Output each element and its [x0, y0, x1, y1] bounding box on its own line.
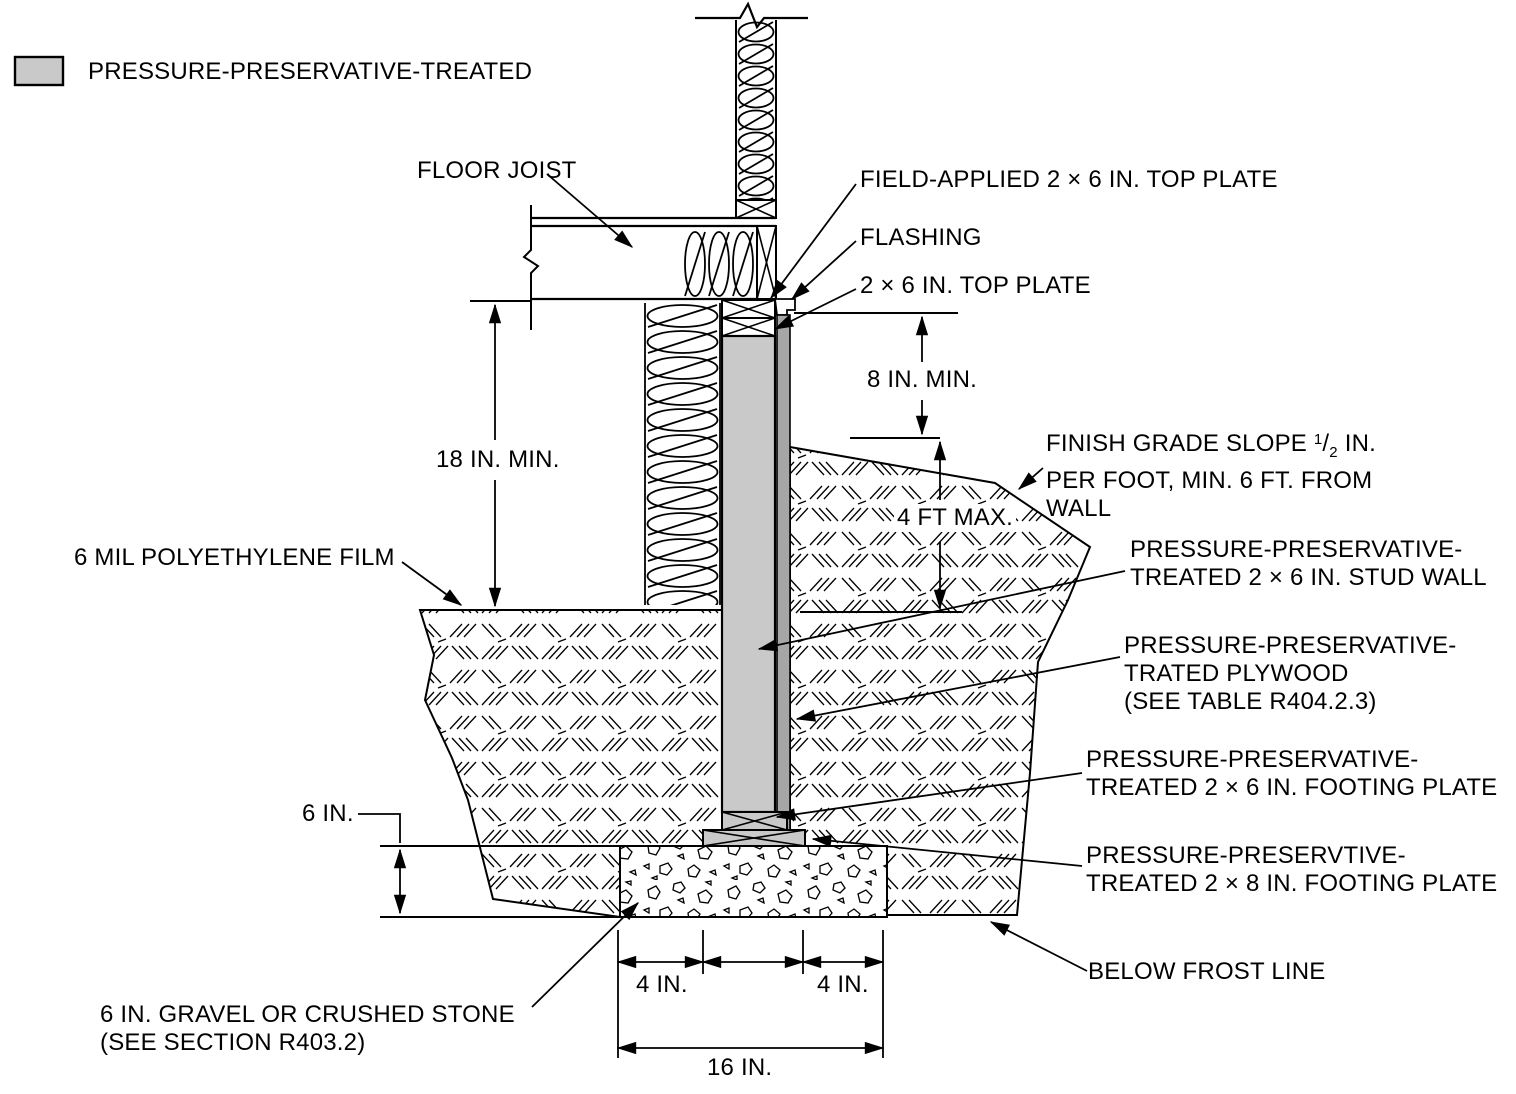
gravel-label: 6 IN. GRAVEL OR CRUSHED STONE (SEE SECTI…: [100, 1001, 515, 1056]
wall-break-line: [695, 1, 808, 30]
poly-film-label: 6 MIL POLYETHYLENE FILM: [74, 544, 395, 571]
dim-8in-label: 8 IN. MIN.: [864, 366, 981, 394]
footing-plate-2x6-label: PRESSURE-PRESERVATIVE- TREATED 2 × 6 IN.…: [1086, 746, 1498, 801]
leader-poly-film: [401, 561, 463, 606]
flashing-piece: [773, 298, 796, 316]
dim-4ft-label: 4 FT MAX.: [894, 504, 1017, 532]
leader-stud-wall: [757, 570, 1126, 652]
stud-wall: [720, 334, 777, 814]
leader-floor-joist: [546, 173, 634, 248]
leader-plywood: [795, 656, 1121, 722]
footing-plate-2x8: [702, 829, 806, 847]
dim-4in-right-label: 4 IN.: [817, 971, 869, 998]
plywood-sheet: [776, 314, 791, 831]
dim-4in-left-label: 4 IN.: [636, 971, 688, 998]
leader-below-frost: [989, 921, 1088, 972]
floor-joist-label: FLOOR JOIST: [417, 157, 577, 184]
gravel-bed: [619, 845, 888, 918]
stud-wall-label: PRESSURE-PRESERVATIVE- TREATED 2 × 6 IN.…: [1130, 536, 1487, 591]
flashing-label: FLASHING: [860, 224, 982, 251]
footing-plate-2x6: [721, 811, 788, 831]
leader-finish-grade: [1017, 467, 1044, 490]
below-frost-line-label: BELOW FROST LINE: [1088, 958, 1326, 985]
leader-field-applied-plate: [770, 183, 857, 300]
top-plate-label: 2 × 6 IN. TOP PLATE: [860, 272, 1091, 299]
top-plate-lower-box: [721, 317, 776, 337]
plywood-label: PRESSURE-PRESERVATIVE- TRATED PLYWOOD (S…: [1124, 632, 1457, 715]
field-applied-top-plate-label: FIELD-APPLIED 2 × 6 IN. TOP PLATE: [860, 166, 1278, 193]
joist-bay-insulation-batt: [683, 230, 755, 298]
upper-wall-insulation-batt: [737, 21, 775, 200]
dim-16in-label: 16 IN.: [707, 1054, 773, 1081]
leader-footing-2x8: [811, 834, 1083, 867]
dim-6in-label: 6 IN.: [302, 800, 354, 827]
leader-gravel: [531, 902, 639, 1008]
rim-joist: [756, 225, 777, 300]
legend-label: PRESSURE-PRESERVATIVE-TREATED: [88, 58, 533, 85]
finish-grade-label: FINISH GRADE SLOPE 1/2 IN. PER FOOT, MIN…: [1046, 430, 1376, 522]
lower-wall-insulation-batt: [645, 303, 720, 605]
footing-plate-2x8-label: PRESSURE-PRESERVTIVE- TREATED 2 × 8 IN. …: [1086, 842, 1498, 897]
upper-wall-bottom-plate: [735, 199, 777, 219]
leader-top-plate: [773, 288, 857, 330]
leader-footing-2x6: [775, 772, 1083, 821]
top-plate-upper-box: [721, 299, 776, 319]
dim-6in-leader: [358, 813, 401, 843]
legend-swatch: [13, 55, 65, 87]
leader-flashing: [790, 240, 857, 300]
floor-break-line: [522, 205, 540, 330]
dim-18in-label: 18 IN. MIN.: [433, 446, 563, 474]
